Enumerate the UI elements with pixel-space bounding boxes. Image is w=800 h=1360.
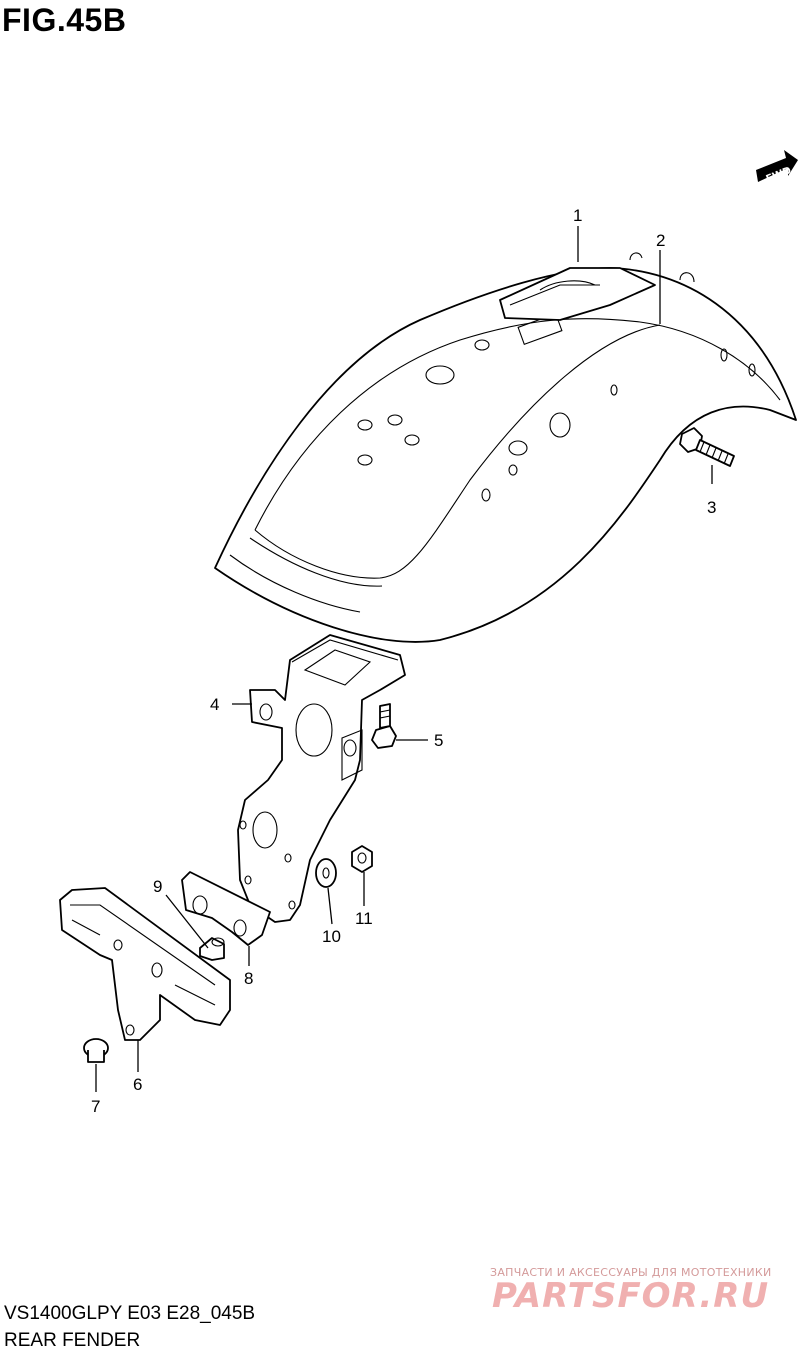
callout-2: 2 [656, 231, 665, 250]
license-plate-bracket-part [59, 887, 231, 1041]
callout-10: 10 [322, 927, 341, 946]
callout-9: 9 [153, 877, 162, 896]
leader-lines [95, 226, 713, 1092]
callout-8: 8 [244, 969, 253, 988]
spacer-part [199, 937, 225, 961]
callout-6: 6 [133, 1075, 142, 1094]
callout-3: 3 [707, 498, 716, 517]
cap-bolt-part [83, 1038, 109, 1063]
nut-part [351, 845, 373, 873]
callout-5: 5 [434, 731, 443, 750]
fender-bolt-part [679, 427, 735, 467]
figure-title: FIG.45B [2, 2, 127, 38]
fender-top-bracket-part [499, 252, 695, 321]
watermark-logo: PARTSFOR.RU [492, 1276, 770, 1316]
callout-1: 1 [573, 206, 582, 225]
washer-part [315, 858, 337, 888]
rear-bracket-part [237, 634, 406, 923]
callout-11: 11 [355, 909, 373, 928]
mounting-plate-part [181, 871, 271, 946]
model-code: VS1400GLPY E03 E28_045B [4, 1303, 256, 1324]
section-name: REAR FENDER [4, 1330, 141, 1351]
fwd-arrow-icon: FWD [756, 150, 798, 185]
rear-fender-part [214, 267, 797, 643]
callout-4: 4 [210, 695, 219, 714]
callout-7: 7 [91, 1097, 100, 1116]
bracket-bolt-part [371, 703, 397, 749]
watermark-tagline: ЗАПЧАСТИ И АКСЕССУАРЫ ДЛЯ МОТОТЕХНИКИ [490, 1266, 772, 1279]
